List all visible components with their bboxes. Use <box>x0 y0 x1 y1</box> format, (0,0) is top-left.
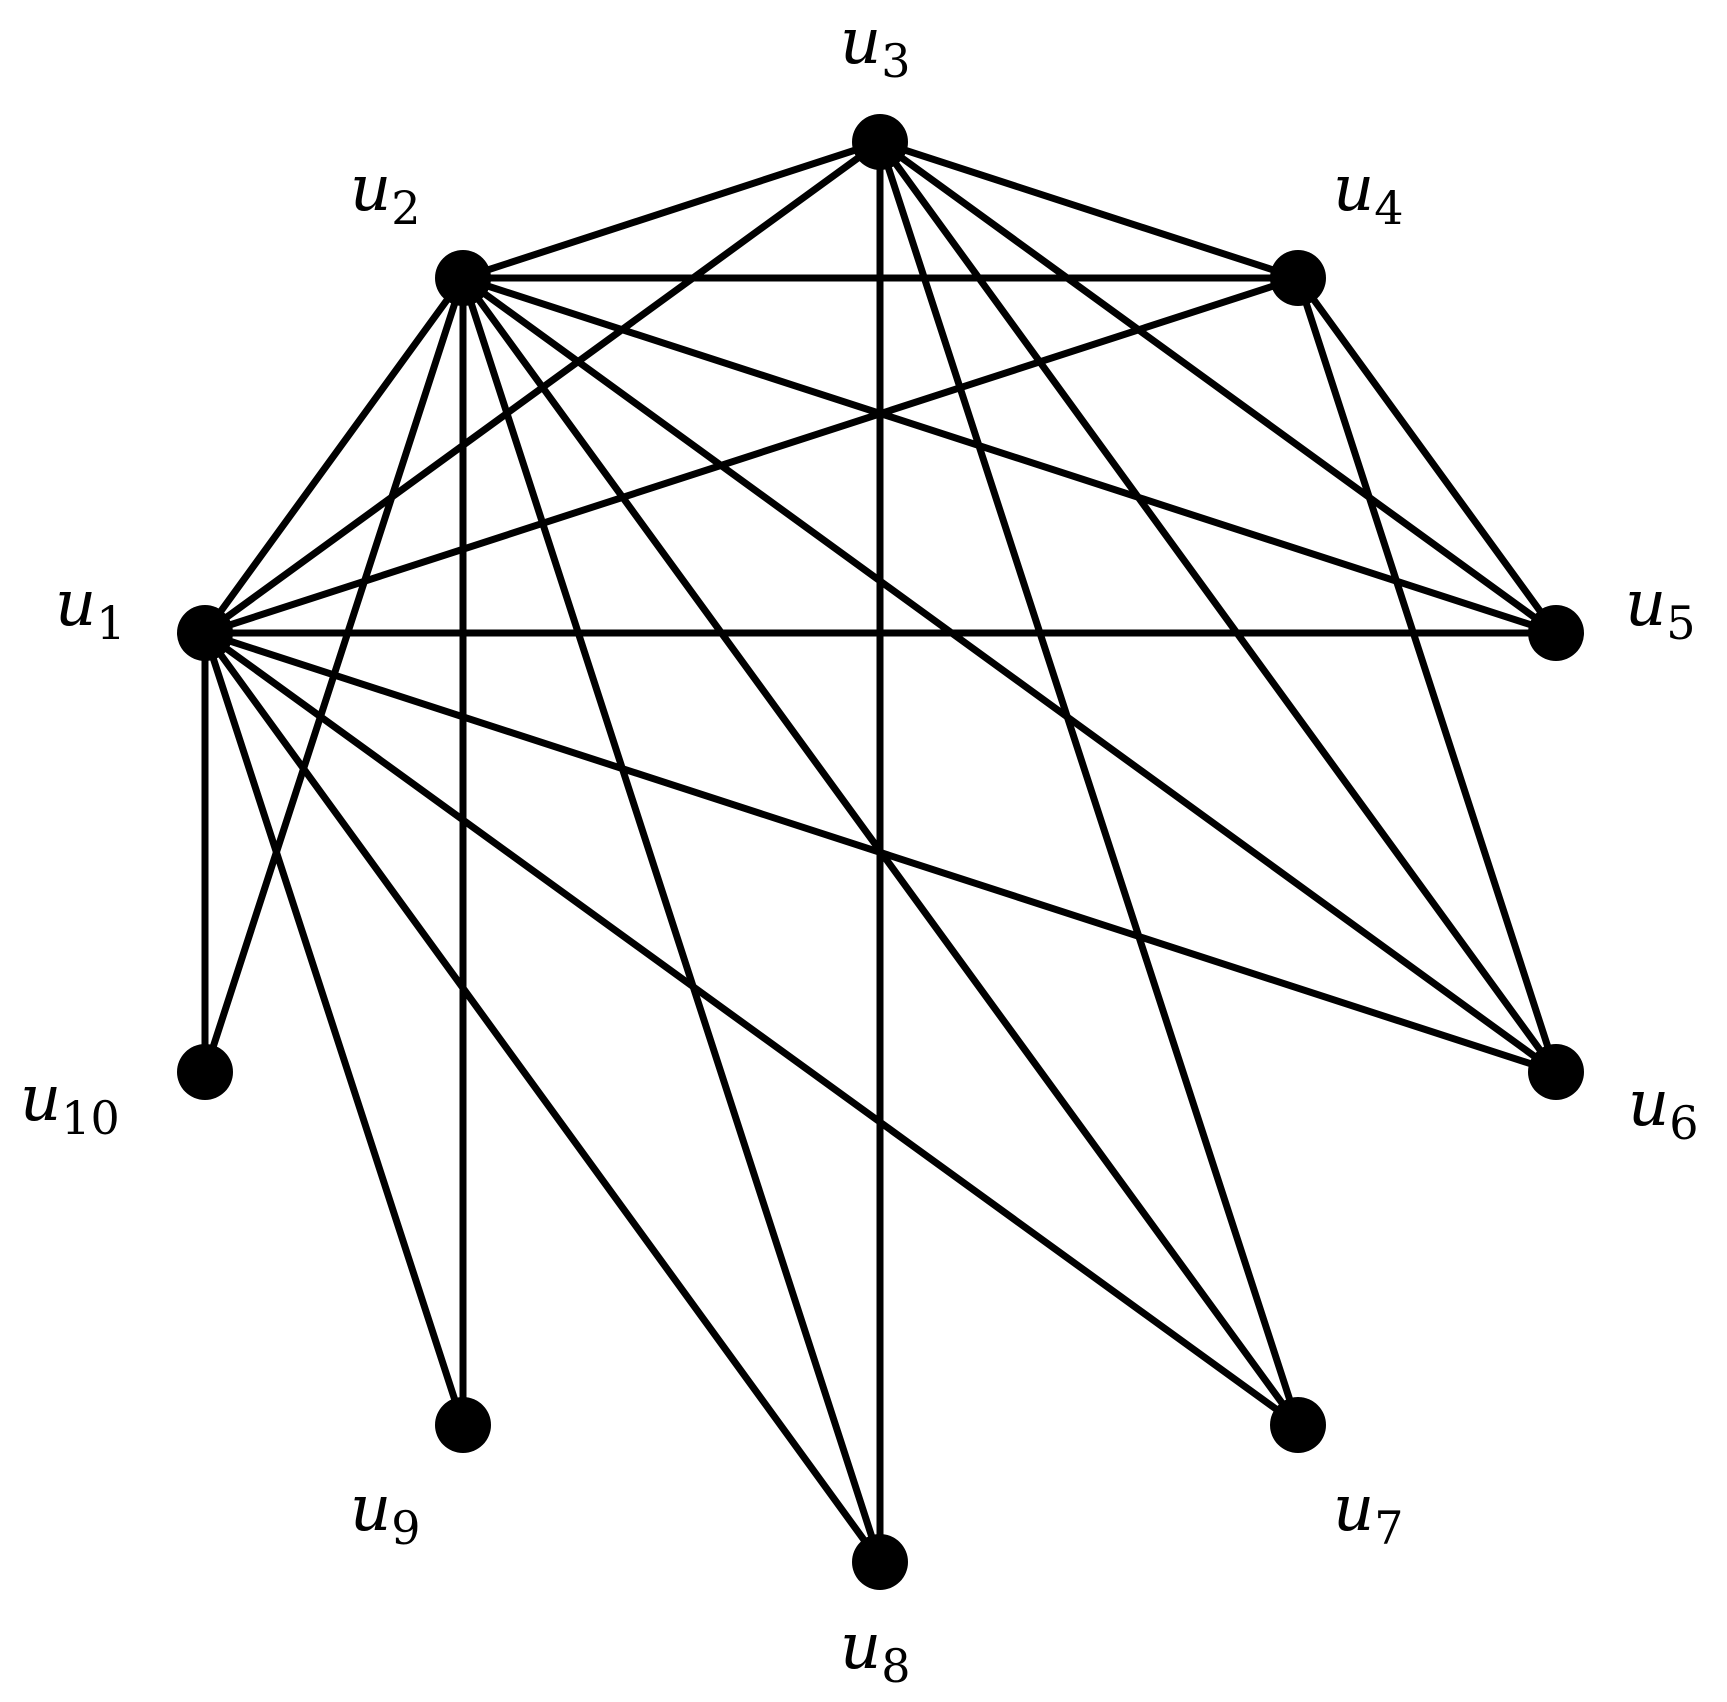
vertex-label-u10: u10 <box>20 1062 120 1145</box>
edges <box>201 138 1560 1566</box>
vertex-u10 <box>177 1044 233 1100</box>
edge-u3-u7 <box>876 138 1302 1429</box>
edge-u2-u8 <box>459 274 884 1566</box>
edge-u1-u9 <box>201 629 467 1429</box>
vertex-u8 <box>852 1534 908 1590</box>
vertex-u1 <box>177 605 233 661</box>
edge-u3-u6 <box>876 138 1560 1076</box>
edge-u1-u7 <box>201 629 1302 1429</box>
edge-u4-u6 <box>1294 274 1560 1076</box>
vertex-label-u4: u4 <box>1333 152 1404 235</box>
vertex-u2 <box>435 250 491 306</box>
vertex-u6 <box>1528 1044 1584 1100</box>
edge-u4-u5 <box>1294 274 1560 637</box>
vertex-u7 <box>1270 1397 1326 1453</box>
vertex-label-u2: u2 <box>350 152 421 235</box>
vertex-label-u9: u9 <box>350 1472 421 1555</box>
vertex-label-u6: u6 <box>1628 1067 1699 1150</box>
edge-u3-u5 <box>876 138 1560 637</box>
vertices <box>177 114 1584 1590</box>
vertex-label-u1: u1 <box>55 567 126 650</box>
edge-u2-u10 <box>201 274 467 1076</box>
edge-u1-u8 <box>201 629 884 1566</box>
vertex-label-u7: u7 <box>1333 1472 1404 1555</box>
edge-u3-u4 <box>876 138 1302 282</box>
vertex-u5 <box>1528 605 1584 661</box>
vertex-u4 <box>1270 250 1326 306</box>
vertex-labels: u1 u2 u3 u4 u5 u6 u7 u8 u9 u10 <box>20 5 1699 1693</box>
edge-u1-u2 <box>201 274 467 637</box>
vertex-label-u5: u5 <box>1625 567 1696 650</box>
edge-u2-u5 <box>459 274 1560 637</box>
vertex-u3 <box>852 114 908 170</box>
vertex-label-u3: u3 <box>840 5 911 88</box>
vertex-u9 <box>435 1397 491 1453</box>
edge-u1-u4 <box>201 274 1302 637</box>
vertex-label-u8: u8 <box>840 1610 911 1693</box>
edge-u2-u6 <box>459 274 1560 1076</box>
edge-u2-u3 <box>459 138 884 282</box>
